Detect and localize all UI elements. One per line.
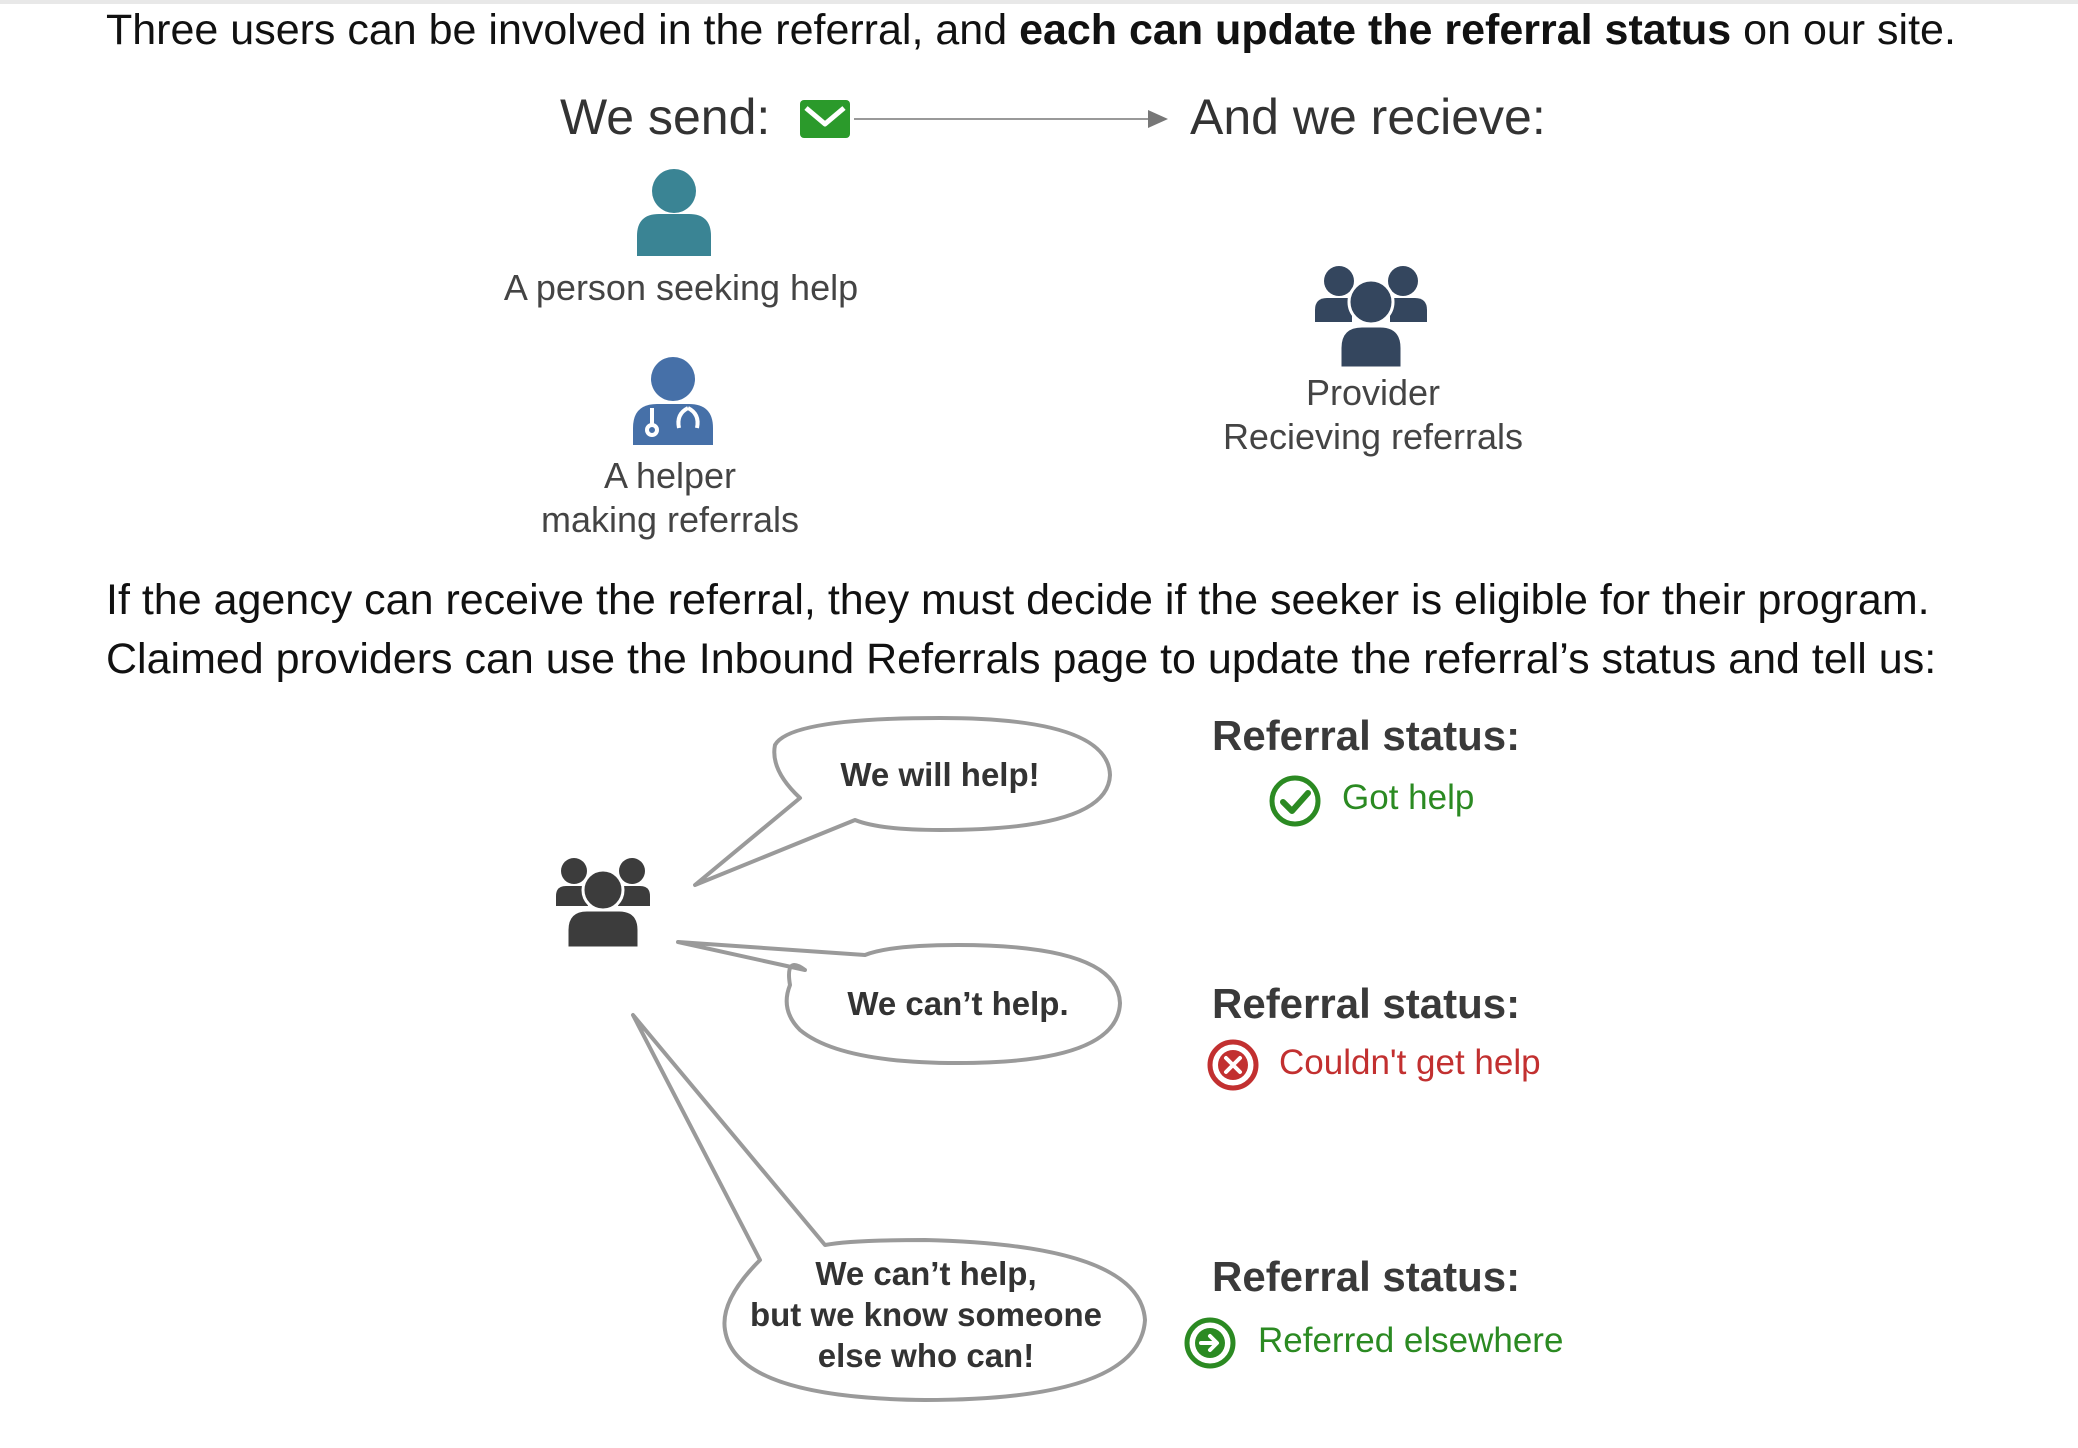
status-couldnt-get-help: Couldn't get help bbox=[1279, 1043, 1541, 1083]
provider-group-icon bbox=[1315, 266, 1427, 370]
bubble-line: else who can! bbox=[817, 1337, 1035, 1374]
status-got-help: Got help bbox=[1342, 778, 1474, 818]
helper-label: A helper making referrals bbox=[541, 454, 799, 542]
status-referred-elsewhere: Referred elsewhere bbox=[1258, 1321, 1563, 1361]
agency-paragraph-line1: If the agency can receive the referral, … bbox=[106, 576, 1930, 624]
bubble-line: We will help! bbox=[840, 756, 1040, 793]
provider-label-line2: Recieving referrals bbox=[1222, 416, 1524, 457]
referral-status-title-3: Referral status: bbox=[1212, 1253, 1521, 1300]
bubble-will-help-text: We will help! bbox=[840, 754, 1039, 795]
provider-label: Provider Recieving referrals bbox=[1223, 371, 1523, 459]
speech-bubble-referred bbox=[631, 1013, 1147, 1402]
bubble-referred-text: We can’t help, but we know someone else … bbox=[750, 1253, 1102, 1376]
agency-paragraph-line2: Claimed providers can use the Inbound Re… bbox=[106, 635, 1937, 683]
intro-suffix-text: on our site. bbox=[1731, 6, 1956, 54]
flow-arrow bbox=[854, 110, 1168, 128]
helper-label-line1: A helper bbox=[603, 455, 737, 496]
status-couldnt-get-help-text: Couldn't get help bbox=[1279, 1043, 1541, 1082]
speech-bubble-will-help bbox=[693, 716, 1112, 887]
envelope-icon bbox=[800, 100, 850, 138]
arrow-circle-icon bbox=[1184, 1317, 1236, 1369]
send-label: We send: bbox=[560, 89, 771, 145]
seeker-label: A person seeking help bbox=[503, 267, 859, 308]
top-divider bbox=[0, 0, 2078, 4]
check-circle-icon bbox=[1269, 775, 1321, 827]
helper-label-line2: making referrals bbox=[540, 499, 800, 540]
intro-bold-text: each can update the referral status bbox=[1019, 6, 1732, 54]
bubble-line: We can’t help. bbox=[847, 985, 1069, 1022]
provider-label-line1: Provider bbox=[1305, 372, 1441, 413]
receive-label: And we recieve: bbox=[1190, 89, 1546, 145]
bubble-line: but we know someone bbox=[749, 1296, 1103, 1333]
status-referred-elsewhere-text: Referred elsewhere bbox=[1258, 1321, 1564, 1360]
referral-status-title-1: Referral status: bbox=[1212, 712, 1521, 759]
intro-text: Three users can be involved in the refer… bbox=[106, 6, 1020, 54]
helper-doctor-icon bbox=[633, 357, 713, 445]
person-seeking-help-icon bbox=[637, 169, 711, 256]
speech-bubble-cant-help bbox=[676, 940, 1122, 1065]
bubble-line: We can’t help, bbox=[815, 1255, 1037, 1292]
status-got-help-text: Got help bbox=[1342, 778, 1475, 817]
agency-group-icon bbox=[556, 858, 650, 950]
intro-paragraph: Three users can be involved in the refer… bbox=[106, 0, 1956, 60]
bubble-cant-help-text: We can’t help. bbox=[847, 983, 1068, 1024]
referral-status-title-2: Referral status: bbox=[1212, 980, 1521, 1027]
x-circle-icon bbox=[1207, 1039, 1259, 1091]
